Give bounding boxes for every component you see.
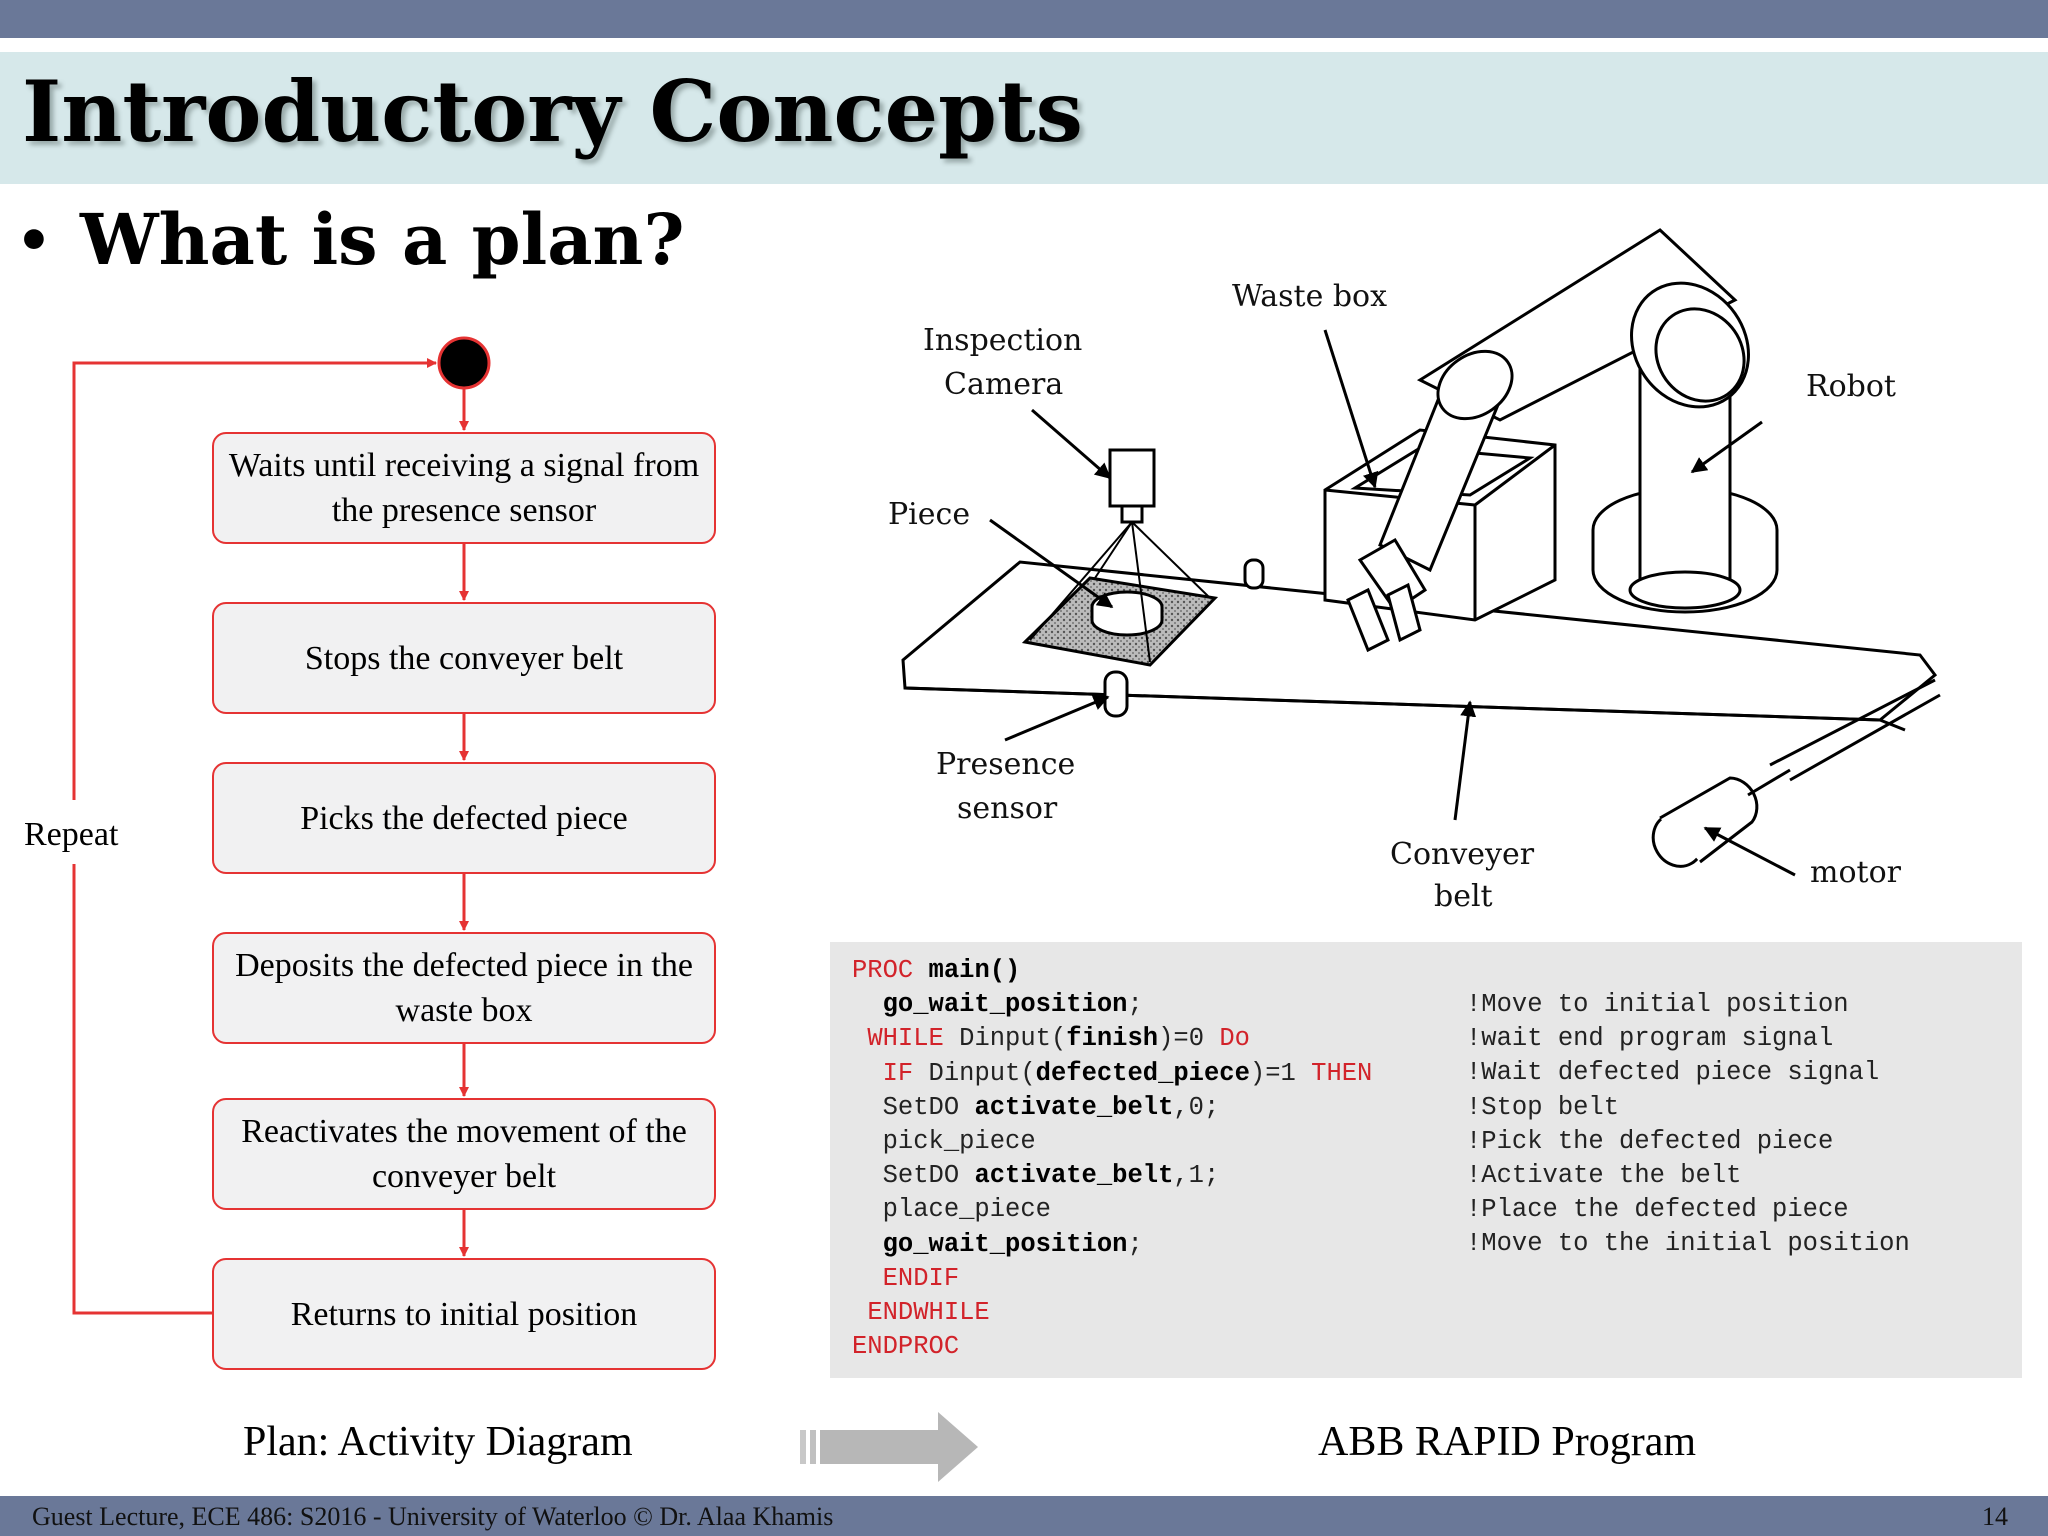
camera-icon bbox=[1108, 448, 1156, 508]
activity-step: Deposits the defected piece in the waste… bbox=[212, 932, 716, 1044]
slide-title: Introductory Concepts bbox=[22, 62, 1083, 161]
label-inspection-camera: Camera bbox=[944, 367, 1063, 402]
label-piece: Piece bbox=[888, 497, 970, 532]
label-motor: motor bbox=[1810, 855, 1902, 890]
bullet-symbol: • bbox=[16, 208, 52, 274]
activity-step: Picks the defected piece bbox=[212, 762, 716, 874]
footer-text: Guest Lecture, ECE 486: S2016 - Universi… bbox=[32, 1502, 834, 1531]
caption-activity-diagram: Plan: Activity Diagram bbox=[243, 1419, 633, 1465]
header-bar bbox=[0, 0, 2048, 38]
label-conveyer-belt: Conveyer bbox=[1390, 837, 1535, 872]
initial-node bbox=[437, 336, 491, 390]
caption-rapid-program: ABB RAPID Program bbox=[1318, 1419, 1697, 1465]
repeat-label: Repeat bbox=[24, 816, 119, 853]
code-block: PROC main() go_wait_position; WHILE Dinp… bbox=[830, 942, 2022, 1378]
page-number: 14 bbox=[1982, 1502, 2008, 1531]
activity-step: Returns to initial position bbox=[212, 1258, 716, 1370]
repeat-loop-line bbox=[72, 864, 212, 1315]
presence-sensor-icon bbox=[1103, 670, 1129, 718]
bullet-heading: • What is a plan? bbox=[16, 198, 684, 281]
label-robot: Robot bbox=[1806, 369, 1896, 404]
label-presence-sensor: sensor bbox=[957, 791, 1058, 826]
footer-bar bbox=[0, 1496, 2048, 1536]
robot-cell-illustration bbox=[901, 228, 1941, 868]
activity-step: Stops the conveyer belt bbox=[212, 602, 716, 714]
arrow-right-icon bbox=[800, 1412, 978, 1482]
bullet-text: What is a plan? bbox=[80, 198, 685, 281]
robot-gripper bbox=[1346, 587, 1390, 653]
code-comments: !Move to initial position !wait end prog… bbox=[1466, 990, 1910, 1259]
title-band bbox=[0, 52, 2048, 184]
label-waste-box: Waste box bbox=[1232, 279, 1387, 314]
label-presence-sensor: Presence bbox=[936, 747, 1075, 782]
activity-step: Waits until receiving a signal from the … bbox=[212, 432, 716, 544]
code-text: PROC main() go_wait_position; WHILE Dinp… bbox=[852, 956, 1373, 1362]
activity-step: Reactivates the movement of the conveyer… bbox=[212, 1098, 716, 1210]
label-inspection-camera: Inspection bbox=[923, 323, 1082, 358]
repeat-loop-line bbox=[72, 358, 437, 800]
label-conveyer-belt: belt bbox=[1434, 879, 1493, 914]
